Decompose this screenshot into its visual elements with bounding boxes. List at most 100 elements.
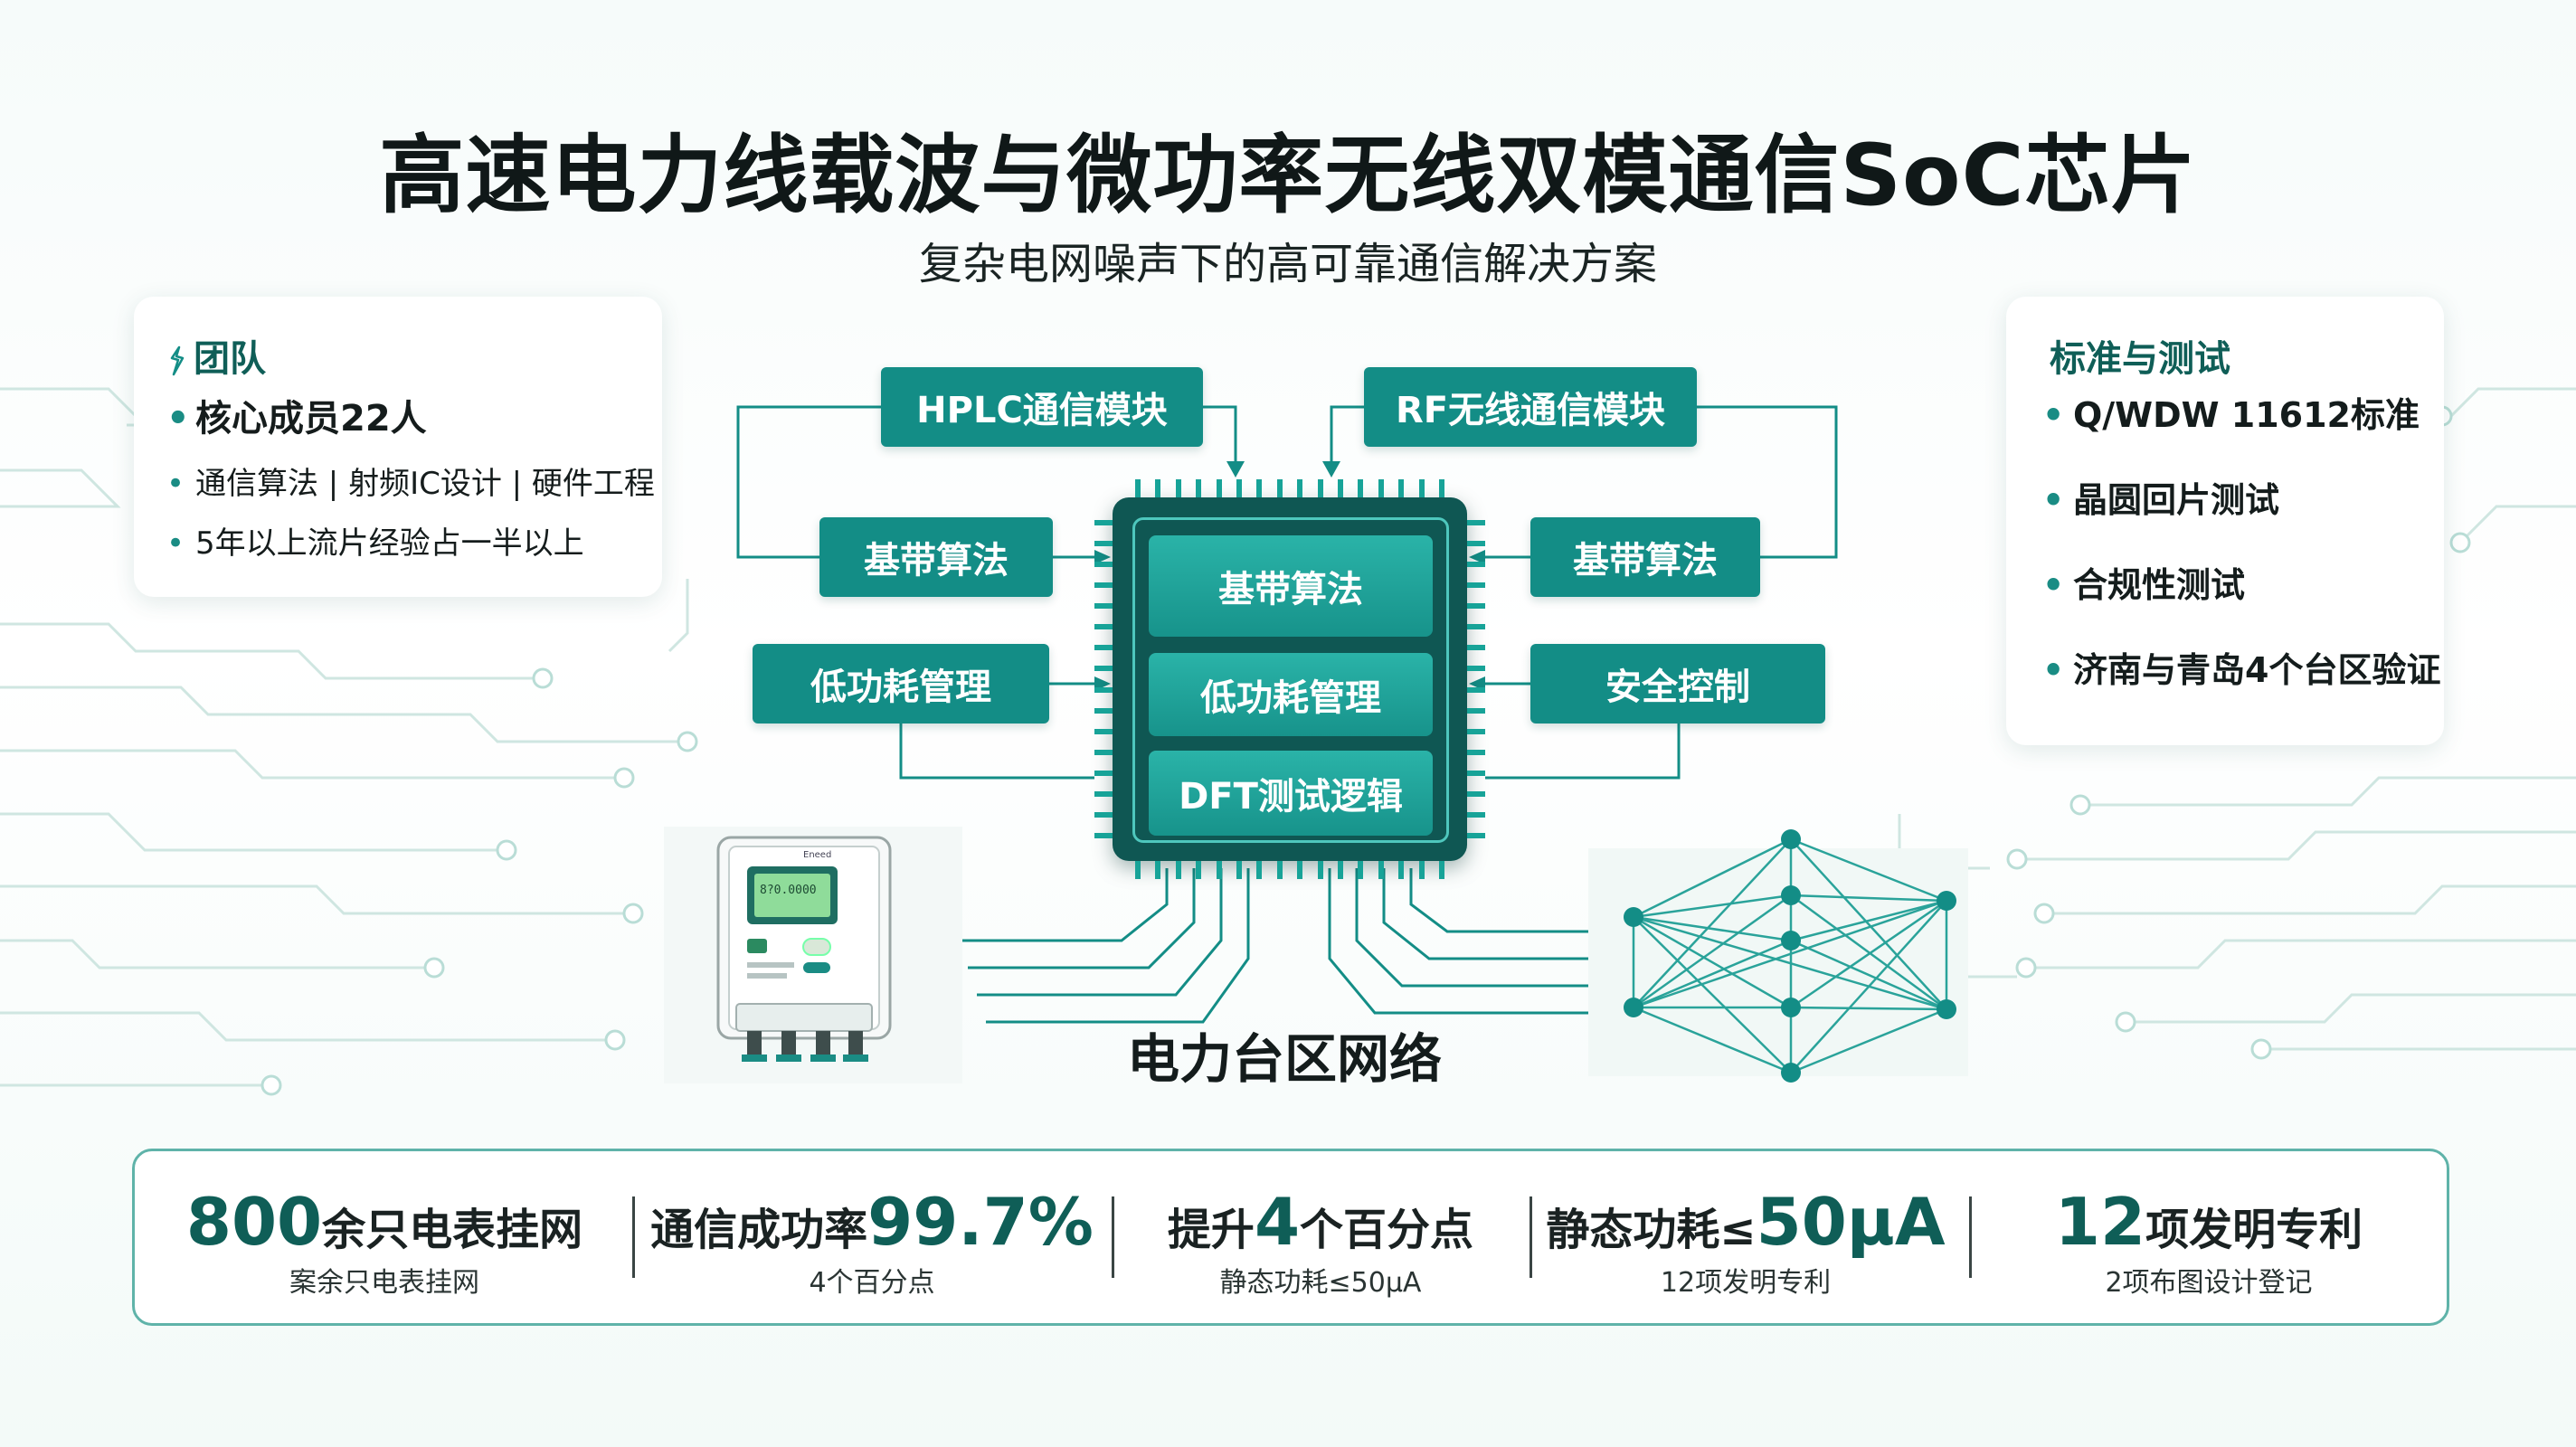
chip-pin [1467,666,1485,672]
stat-number: 800 [185,1184,323,1260]
stat-prefix: 通信成功率 [650,1205,868,1255]
chip-pin [1358,861,1364,879]
stats-bar: 800余只电表挂网 案余只电表挂网 通信成功率99.7% 4个百分点 提升4个百… [132,1149,2449,1326]
chip-pin [1216,479,1222,497]
mesh-network-icon [1588,829,1968,1083]
chip-pin [1467,728,1485,734]
chip-pin [1467,749,1485,755]
chip-pin [1094,686,1113,693]
stat-static-power: 静态功耗≤50μA 12项发明专利 [1530,1151,1962,1323]
chip-pin [1094,520,1113,525]
chip-pin [1094,582,1113,589]
chip-block-lowpower: 低功耗管理 [1149,653,1433,736]
stat-caption: 案余只电表挂网 [289,1267,479,1299]
chip-pin [1276,479,1283,497]
chip-pin [1094,666,1113,672]
chip-pin [1467,790,1485,797]
stat-caption: 静态功耗≤50μA [1219,1267,1422,1299]
left-lowpower-box: 低功耗管理 [753,644,1049,724]
stat-text: 余只电表挂网 [322,1205,583,1255]
stat-prefix: 提升 [1167,1205,1255,1255]
chip-pin [1135,479,1141,497]
standards-item: 济南与青岛4个台区验证 [2042,648,2440,733]
chip-pin [1094,749,1113,755]
chip-block-baseband: 基带算法 [1149,535,1433,637]
chip-pin [1196,861,1202,879]
standards-item: 晶圆回片测试 [2042,478,2440,563]
chip-pin [1317,479,1323,497]
chip-pin [1467,811,1485,818]
stat-text: 项发明专利 [2145,1205,2363,1255]
chip-bus-lines [959,868,1601,1024]
chip-pin [1467,520,1485,525]
chip-pin [1338,861,1343,879]
chip-pin [1094,541,1113,547]
chip-pin [1256,861,1263,879]
chip-pin [1297,861,1303,879]
chip-pin [1094,603,1113,610]
chip-pin [1094,707,1113,714]
chip-pin [1094,770,1113,776]
chip-pin [1398,861,1405,879]
team-item: 5年以上流片经验占一半以上 [166,523,655,577]
chip-pin [1398,479,1405,497]
stat-number: 4 [1254,1184,1301,1260]
stat-prefix: 静态功耗≤ [1546,1205,1757,1255]
chip-pin [1378,861,1384,879]
chip-pin [1378,479,1384,497]
meter-brand: Eneed [803,850,831,860]
chip-pin [1439,479,1444,497]
stat-number: 50μA [1756,1184,1946,1260]
chip-pin [1094,562,1113,568]
standards-item: Q/WDW 11612标准 [2042,392,2440,478]
page-subtitle: 复杂电网噪声下的高可靠通信解决方案 [918,239,1657,289]
stat-patents: 12项发明专利 2项布图设计登记 [1971,1151,2447,1323]
team-card: 团队 核心成员22人 通信算法 | 射频IC设计 | 硬件工程 5年以上流片经验… [134,297,662,597]
right-security-box: 安全控制 [1530,644,1825,724]
stat-divider [632,1196,635,1278]
left-baseband-box: 基带算法 [819,517,1053,597]
module-connectors [736,405,1838,780]
chip-pin [1276,861,1283,879]
network-label: 电力台区网络 [1126,1028,1442,1090]
right-baseband-box: 基带算法 [1530,517,1760,597]
stat-improvement: 提升4个百分点 静态功耗≤50μA [1112,1151,1530,1323]
team-icon [170,345,185,376]
chip-pin [1175,479,1181,497]
hplc-module-box: HPLC通信模块 [881,367,1203,447]
chip-pin [1467,582,1485,589]
stat-caption: 2项布图设计登记 [2105,1267,2313,1299]
chip-pin [1094,833,1113,838]
chip-pin [1256,479,1263,497]
stat-main: 800余只电表挂网 [135,1184,634,1260]
rf-module-box: RF无线通信模块 [1364,367,1697,447]
chip-block-dft: DFT测试逻辑 [1149,751,1433,836]
chip-pin [1467,770,1485,776]
chip-pin [1439,861,1444,879]
stat-caption: 4个百分点 [809,1267,935,1299]
meter-screen-text: 8?0.0000 [760,884,817,897]
chip-pin [1236,861,1242,879]
stat-number: 12 [2054,1184,2146,1260]
standards-card: 标准与测试 Q/WDW 11612标准 晶圆回片测试 合规性测试 济南与青岛4个… [2006,297,2444,745]
chip-pin [1358,479,1364,497]
stat-number: 99.7% [867,1184,1094,1260]
stat-main: 通信成功率99.7% [634,1184,1110,1260]
circuit-traces [0,387,2576,1087]
stat-caption: 12项发明专利 [1660,1267,1832,1299]
chip-pin [1418,479,1425,497]
chip-pin [1467,541,1485,547]
chip-pin [1236,479,1242,497]
chip-pin [1196,479,1202,497]
chip-pin [1094,624,1113,630]
team-item: 核心成员22人 [166,398,655,452]
chip-pin [1467,603,1485,610]
chip-pin [1467,645,1485,651]
chip-pin [1418,861,1425,879]
chip-pin [1467,686,1485,693]
chip-pin [1175,861,1181,879]
chip-pin [1216,861,1222,879]
chip-pin [1338,479,1343,497]
chip-pin [1317,861,1323,879]
soc-chip: 基带算法 低功耗管理 DFT测试逻辑 [1094,479,1485,879]
